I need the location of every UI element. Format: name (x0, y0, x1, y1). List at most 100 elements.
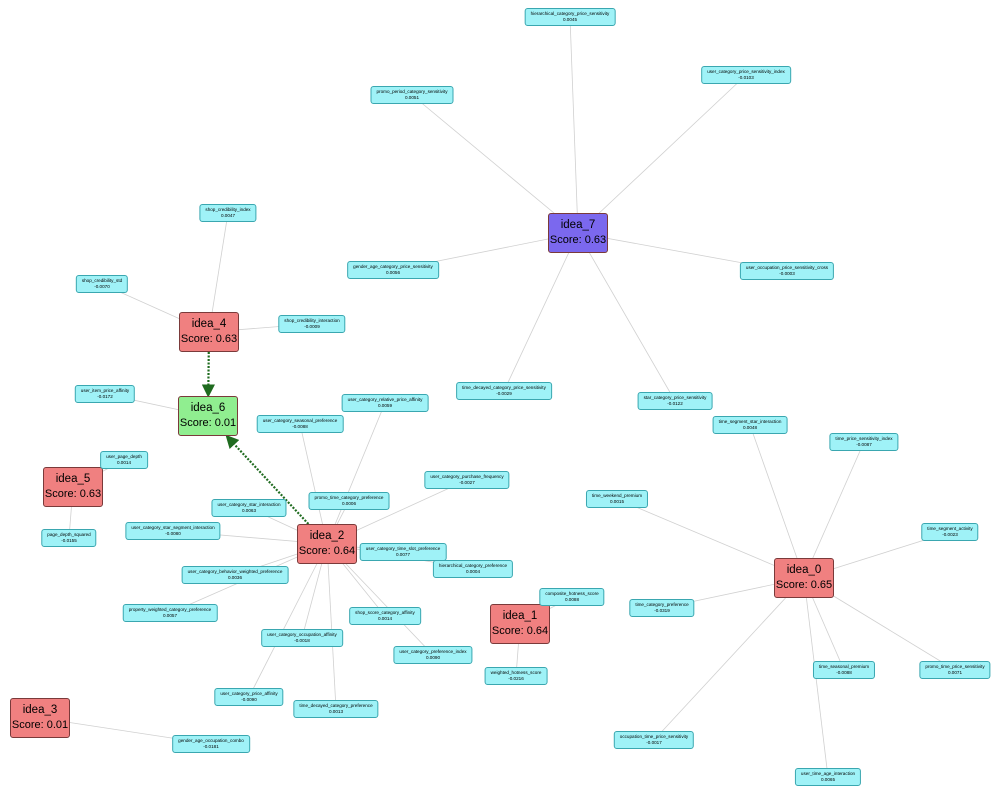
feature-node-f_user_cat_price_aff[interactable]: user_category_price_affinity-0.0090 (214, 688, 284, 706)
idea-score: Score: 0.63 (549, 234, 607, 246)
feature-name: time_weekend_premium (591, 493, 643, 498)
feature-value: 0.0051 (404, 95, 420, 100)
feature-value: 0.0045 (562, 17, 578, 22)
idea-name: idea_3 (22, 704, 58, 716)
feature-node-f_shop_cred_std[interactable]: shop_credibility_std-0.0070 (75, 275, 129, 293)
feature-node-f_weighted_hot[interactable]: weighted_hotness_score-0.0216 (484, 667, 548, 685)
feature-value: 0.0088 (564, 597, 580, 602)
feature-name: hierarchical_category_price_sensitivity (530, 11, 610, 16)
idea-name: idea_6 (190, 402, 226, 414)
feature-node-f_page_depth_sq[interactable]: page_depth_squared-0.0155 (41, 529, 97, 547)
feature-node-f_gender_age_occ[interactable]: gender_age_occupation_combo-0.0181 (172, 735, 250, 753)
feature-node-f_user_cat_occ[interactable]: user_category_occupation_affinity-0.0018 (261, 629, 343, 647)
feature-value: -0.0027 (459, 480, 475, 485)
feature-name: gender_age_category_price_sensitivity (353, 264, 433, 269)
feature-value: -0.0172 (97, 394, 113, 399)
feature-node-f_shop_cred_inter[interactable]: shop_credibility_interaction-0.0009 (278, 315, 346, 333)
feature-name: user_item_price_affinity (80, 388, 130, 393)
feature-value: -0.0088 (292, 424, 308, 429)
edge-f_user_cat_price_aff-idea_2 (248, 543, 328, 698)
feature-value: -0.0216 (508, 676, 524, 681)
feature-value: -0.0090 (241, 697, 257, 702)
feature-name: user_category_occupation_affinity (267, 632, 337, 637)
feature-value: -0.0070 (94, 284, 110, 289)
feature-value: -0.0017 (646, 740, 662, 745)
feature-value: -0.0122 (667, 401, 683, 406)
feature-name: gender_age_occupation_combo (178, 738, 244, 743)
edge-f_time_weekend-idea_0 (616, 498, 805, 579)
feature-name: user_category_price_sensitivity_index (707, 69, 785, 74)
feature-node-f_user_item_price_aff[interactable]: user_item_price_affinity-0.0172 (74, 385, 136, 403)
feature-value: 0.0013 (328, 709, 344, 714)
dependency-edge-idea_4-idea_6 (201, 351, 215, 398)
feature-name: property_weighted_category_preference (128, 607, 212, 612)
feature-node-f_user_cat_price_sens_idx[interactable]: user_category_price_sensitivity_index-0.… (701, 66, 791, 84)
idea-score: Score: 0.01 (179, 417, 237, 429)
feature-node-f_user_cat_star_seg[interactable]: user_category_star_segment_interaction-0… (125, 522, 221, 540)
feature-name: weighted_hotness_score (490, 670, 542, 675)
feature-name: shop_credibility_interaction (284, 318, 340, 323)
idea-score: Score: 0.63 (44, 488, 102, 500)
feature-node-f_user_cat_purch_freq[interactable]: user_category_purchase_frequency-0.0027 (424, 471, 510, 489)
feature-value: 0.0014 (116, 460, 132, 465)
feature-node-f_time_seg_activity[interactable]: time_segment_activity-0.0023 (921, 523, 979, 541)
feature-value: 0.0004 (465, 569, 481, 574)
feature-name: user_time_age_interaction (800, 771, 856, 776)
idea-name: idea_4 (191, 318, 227, 330)
feature-name: user_category_time_slot_preference (365, 546, 441, 551)
feature-name: star_category_price_sensitivity (643, 395, 707, 400)
feature-value: 0.0056 (385, 270, 401, 275)
feature-node-f_occ_time_price[interactable]: occupation_time_price_sensitivity-0.0017 (613, 731, 695, 749)
feature-value: -0.0009 (304, 324, 320, 329)
feature-value: 0.0057 (162, 613, 178, 618)
feature-value: -0.0003 (779, 271, 795, 276)
feature-node-f_star_cat_price[interactable]: star_category_price_sensitivity-0.0122 (637, 392, 713, 410)
feature-node-f_user_occ_price_cross[interactable]: user_occupation_price_sensitivity_cross-… (739, 262, 835, 280)
feature-name: composite_hotness_score (545, 591, 599, 596)
edge-f_time_price_sens_idx-idea_0 (803, 441, 865, 579)
feature-node-f_time_seasonal[interactable]: time_seasonal_premium-0.0088 (812, 661, 876, 679)
feature-node-f_time_price_sens_idx[interactable]: time_price_sensitivity_index-0.0087 (829, 433, 899, 451)
feature-node-f_time_decayed_cat_price[interactable]: time_decayed_category_price_sensitivity-… (456, 382, 552, 400)
idea-score: Score: 0.64 (491, 625, 549, 637)
feature-value: 0.0036 (227, 575, 243, 580)
feature-value: -0.0088 (836, 670, 852, 675)
feature-node-f_time_cat_pref[interactable]: time_category_preference-0.0319 (629, 599, 695, 617)
feature-value: -0.0319 (654, 608, 670, 613)
feature-name: time_category_preference (635, 602, 689, 607)
edge-f_time_seg_star-idea_0 (749, 424, 805, 579)
feature-value: -0.0029 (496, 391, 512, 396)
feature-value: -0.0181 (203, 744, 219, 749)
feature-name: time_segment_activity (927, 526, 973, 531)
feature-node-f_user_cat_seasonal[interactable]: user_category_seasonal_preference-0.0088 (256, 415, 344, 433)
feature-node-f_user_cat_behavior[interactable]: user_category_behavior_weighted_preferen… (181, 566, 289, 584)
